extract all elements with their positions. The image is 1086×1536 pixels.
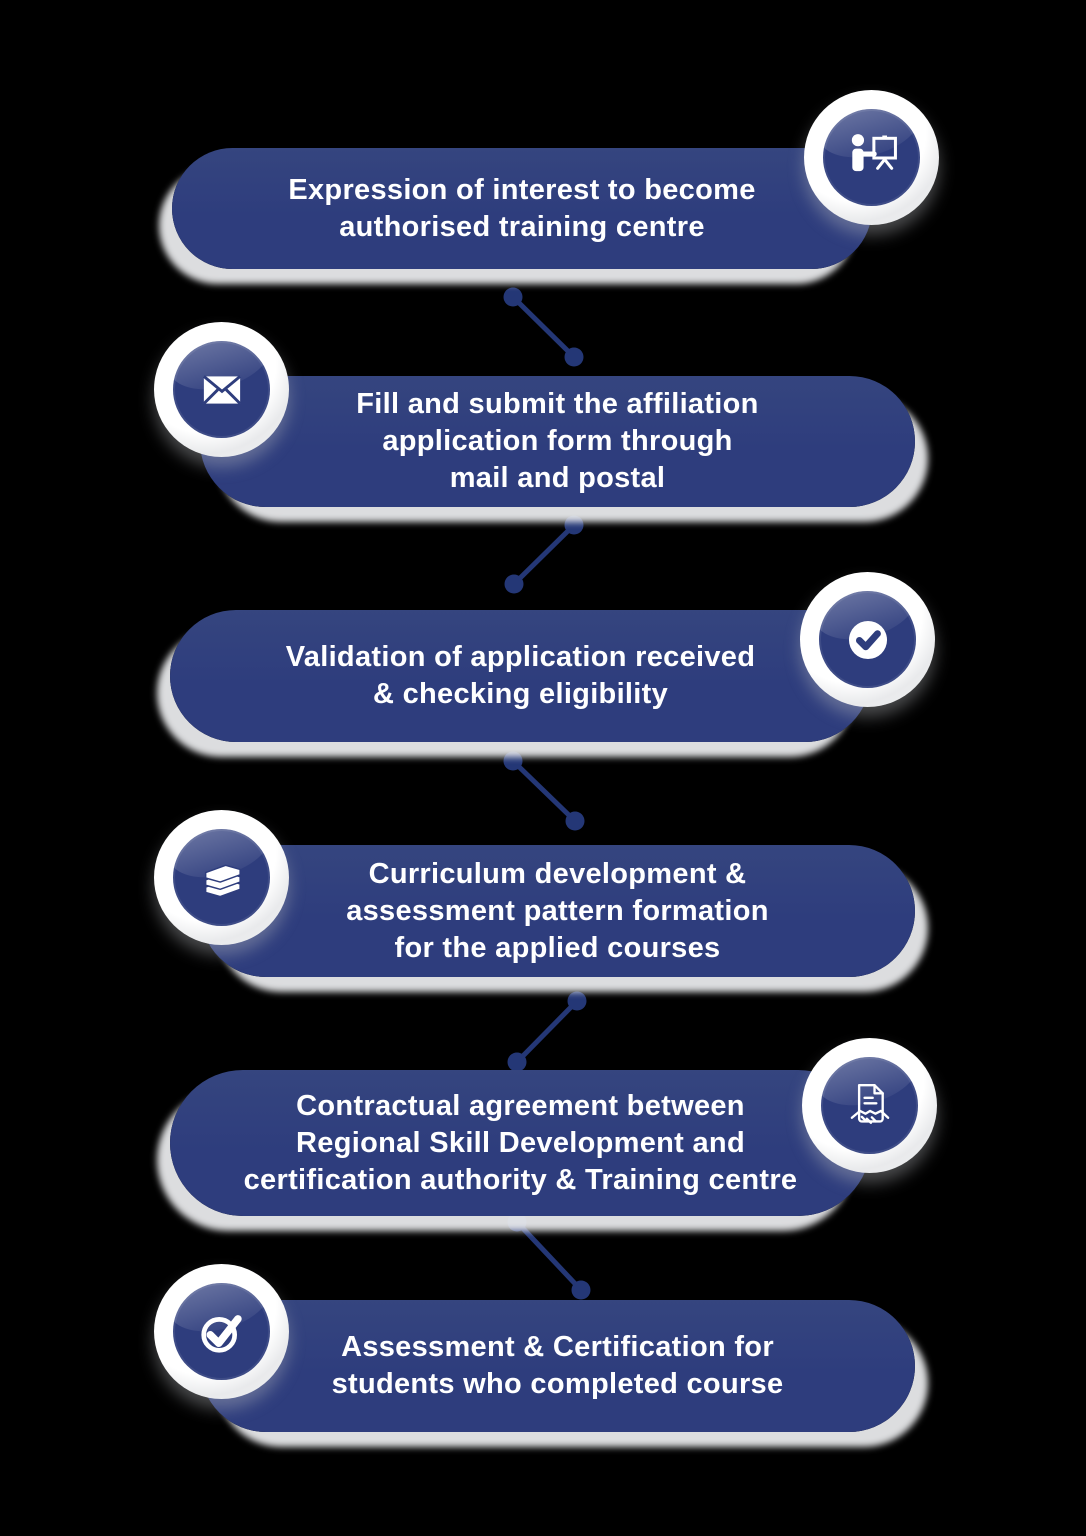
step-line: authorised training centre [339, 210, 705, 243]
step-1-pill: Expression of interest to become authori… [172, 148, 872, 269]
step-5-text: Contractual agreement between Regional S… [170, 1088, 871, 1199]
step-line: Contractual agreement between [296, 1089, 745, 1122]
step-2-text: Fill and submit the affiliation applicat… [200, 386, 915, 497]
step-line: Validation of application received [285, 641, 756, 673]
step-4-text: Curriculum development & assessment patt… [200, 856, 915, 967]
step-3-pill: Validation of application received & che… [170, 610, 871, 742]
step-line: application form through [382, 425, 733, 457]
step-line: students who completed course [331, 1368, 784, 1400]
books-icon [154, 810, 289, 945]
mail-icon-core [173, 341, 270, 438]
step-1-text: Expression of interest to become authori… [172, 172, 872, 246]
step-line: for the applied courses [394, 931, 721, 964]
connector-3 [503, 751, 585, 831]
connector-5 [507, 1212, 591, 1300]
connector-4 [507, 991, 587, 1072]
step-line: assessment pattern formation [346, 894, 769, 927]
step-line: mail and postal [449, 462, 666, 494]
check-badge-icon-core [173, 1283, 270, 1380]
check-circle-icon [800, 572, 935, 707]
step-5-pill: Contractual agreement between Regional S… [170, 1070, 871, 1216]
step-3-text: Validation of application received & che… [170, 639, 871, 713]
agreement-icon [802, 1038, 937, 1173]
mail-icon [154, 322, 289, 457]
step-6-text: Assessment & Certification for students … [200, 1329, 915, 1403]
step-line: Assessment & Certification for [341, 1331, 774, 1363]
check-circle-icon-core [819, 591, 916, 688]
books-icon-core [173, 829, 270, 926]
step-line: Fill and submit the affiliation [356, 388, 759, 420]
check-badge-icon [154, 1264, 289, 1399]
agreement-icon-core [821, 1057, 918, 1154]
step-2-pill: Fill and submit the affiliation applicat… [200, 376, 915, 507]
step-line: & checking eligibility [372, 678, 669, 710]
step-line: Regional Skill Development and [296, 1126, 745, 1159]
step-line: Curriculum development & [368, 857, 747, 890]
connector-1 [503, 287, 584, 367]
step-line: Expression of interest to become [288, 173, 756, 206]
step-4-pill: Curriculum development & assessment patt… [200, 845, 915, 977]
step-line: certification authority & Training centr… [243, 1163, 798, 1196]
step-6-pill: Assessment & Certification for students … [200, 1300, 915, 1432]
presenter-icon [804, 90, 939, 225]
presenter-icon-core [823, 109, 920, 206]
connector-2 [504, 515, 584, 594]
